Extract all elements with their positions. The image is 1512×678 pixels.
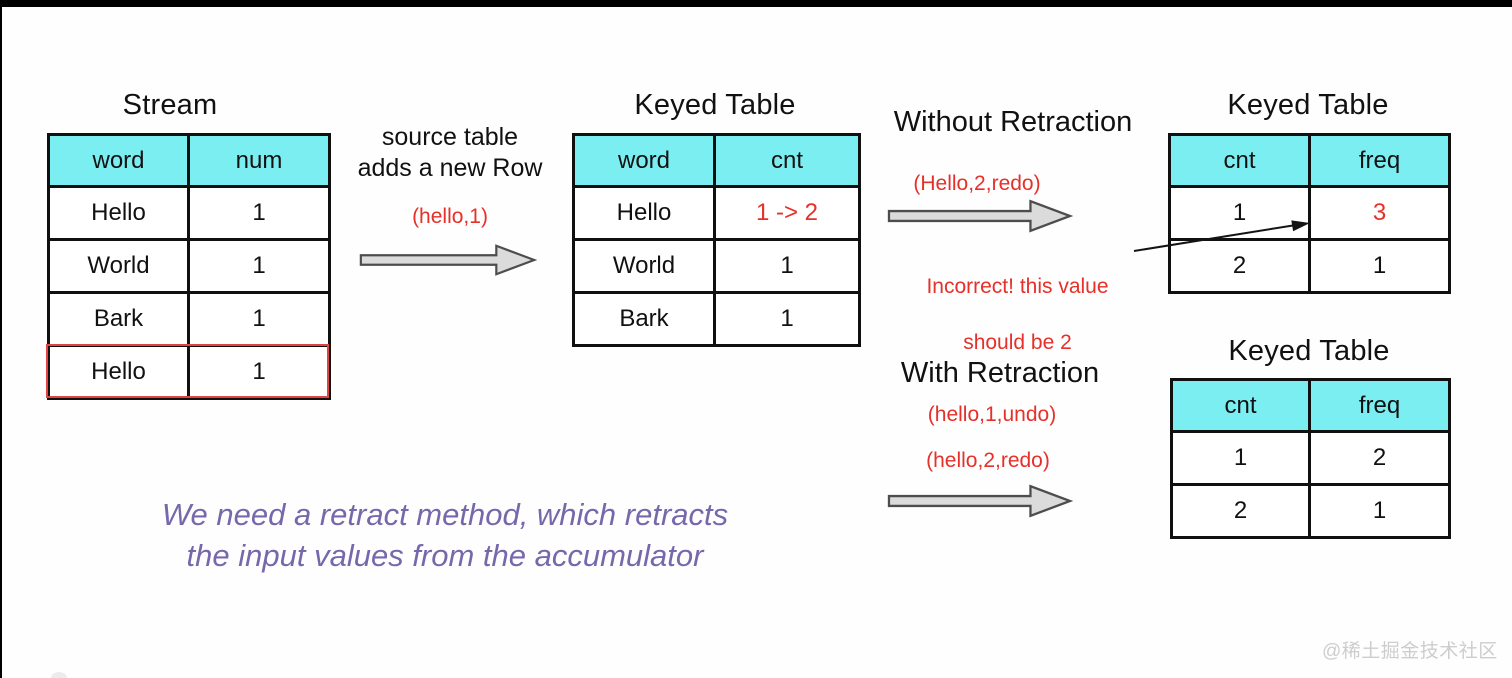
caption-line: adds a new Row: [357, 154, 543, 182]
faint-dot: [51, 672, 67, 678]
with-retraction-heading: With Retraction: [900, 357, 1100, 389]
left-black-edge: [0, 0, 2, 678]
table-header-row: cnt freq: [1168, 133, 1451, 188]
cell: 1: [1168, 185, 1311, 241]
cell: 1: [187, 344, 331, 400]
table-row: Hello 1 -> 2: [572, 185, 861, 241]
cell: 2: [1168, 238, 1311, 294]
cell: Hello: [47, 185, 190, 241]
note-line: We need a retract method, which retracts: [161, 497, 729, 532]
source-table-caption: source table adds a new Row: [340, 122, 560, 184]
keyed-table-top-right: cnt freq 1 3 2 1: [1168, 133, 1451, 294]
retract-method-note: We need a retract method, which retracts…: [100, 494, 790, 576]
header-cell: cnt: [713, 133, 861, 188]
event-hello-1: (hello,1): [412, 205, 488, 228]
table-row: World 1: [572, 238, 861, 294]
note-line: the input values from the accumulator: [186, 538, 704, 573]
watermark: @稀土掘金技术社区: [1322, 641, 1498, 662]
cell: 2: [1170, 483, 1311, 539]
cell: Bark: [47, 291, 190, 347]
cell: 1: [713, 238, 861, 294]
cell-updated-count: 1 -> 2: [713, 185, 861, 241]
keyed-table-mid: word cnt Hello 1 -> 2 World 1 Bark 1: [572, 133, 861, 347]
table-header-row: cnt freq: [1170, 378, 1451, 433]
table-row: Bark 1: [47, 291, 331, 347]
note-line: Incorrect! this value: [926, 275, 1109, 298]
header-cell: cnt: [1168, 133, 1311, 188]
cell: 1: [713, 291, 861, 347]
table-row: 1 3: [1168, 185, 1451, 241]
header-cell: word: [572, 133, 716, 188]
cell: 1: [187, 185, 331, 241]
cell: 2: [1308, 430, 1451, 486]
cell: 1: [1308, 238, 1451, 294]
table-row: 2 1: [1170, 483, 1451, 539]
stream-title: Stream: [122, 89, 218, 121]
keyed-table-bottom-right: cnt freq 1 2 2 1: [1170, 378, 1451, 539]
top-black-bar: [0, 0, 1512, 7]
arrow-right-icon: [359, 244, 538, 276]
event-hello-2-redo: (Hello,2,redo): [913, 172, 1041, 195]
table-header-row: word cnt: [572, 133, 861, 188]
keyed-table-bottom-right-title: Keyed Table: [1228, 335, 1390, 367]
keyed-table-top-right-title: Keyed Table: [1227, 89, 1389, 121]
table-header-row: word num: [47, 133, 331, 188]
event-hello-2-redo-2: (hello,2,redo): [926, 449, 1050, 472]
stream-table: word num Hello 1 World 1 Bark 1 Hello 1: [47, 133, 331, 400]
header-cell: freq: [1308, 133, 1451, 188]
cell: World: [47, 238, 190, 294]
cell-incorrect-value: 3: [1308, 185, 1451, 241]
cell: 1: [187, 291, 331, 347]
header-cell: word: [47, 133, 190, 188]
arrow-right-icon: [887, 484, 1074, 518]
cell: Hello: [572, 185, 716, 241]
cell: World: [572, 238, 716, 294]
table-row: Bark 1: [572, 291, 861, 347]
incorrect-note: Incorrect! this value should be 2: [890, 245, 1145, 385]
table-row: World 1: [47, 238, 331, 294]
note-line: should be 2: [963, 331, 1072, 354]
event-hello-1-undo: (hello,1,undo): [927, 403, 1057, 426]
without-retraction-heading: Without Retraction: [893, 106, 1133, 138]
header-cell: cnt: [1170, 378, 1311, 433]
caption-line: source table: [381, 123, 519, 151]
cell: Hello: [47, 344, 190, 400]
table-row: Hello 1: [47, 185, 331, 241]
table-row-new: Hello 1: [47, 344, 331, 400]
cell: 1: [187, 238, 331, 294]
header-cell: num: [187, 133, 331, 188]
table-row: 2 1: [1168, 238, 1451, 294]
arrow-right-icon: [887, 199, 1074, 233]
cell: 1: [1308, 483, 1451, 539]
cell: 1: [1170, 430, 1311, 486]
header-cell: freq: [1308, 378, 1451, 433]
table-row: 1 2: [1170, 430, 1451, 486]
keyed-table-mid-title: Keyed Table: [634, 89, 796, 121]
cell: Bark: [572, 291, 716, 347]
